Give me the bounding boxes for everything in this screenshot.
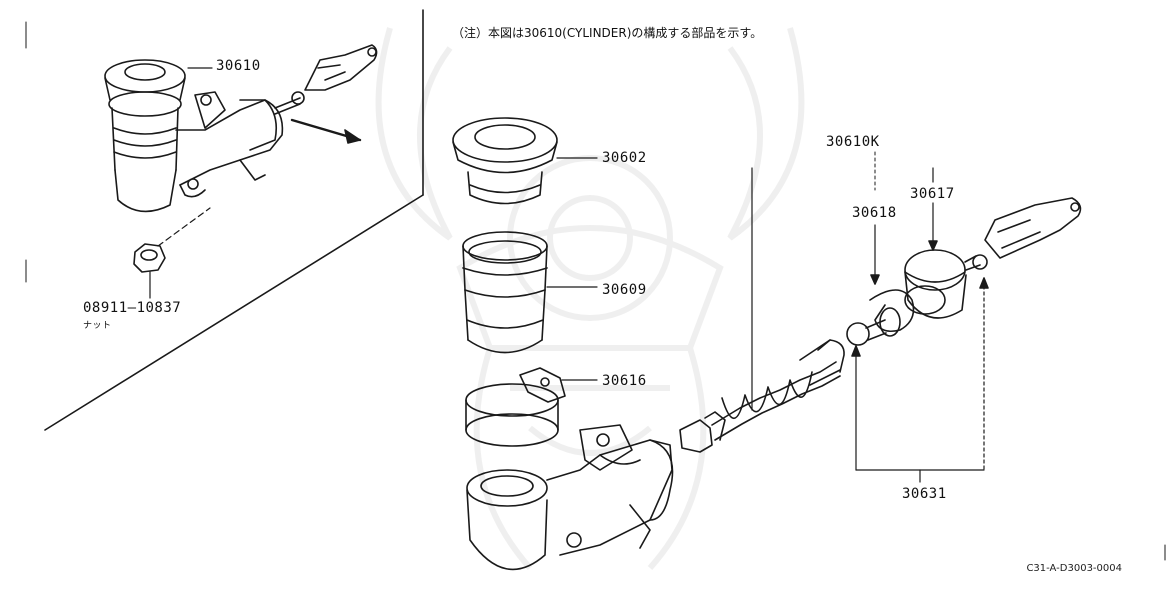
part-desc-nut: ナット bbox=[83, 321, 112, 331]
reservoir-cap-30602-illustration bbox=[452, 117, 558, 205]
nut-08911-illustration bbox=[133, 243, 166, 273]
part-label-30602[interactable]: 30602 bbox=[602, 150, 647, 166]
reservoir-30609-illustration bbox=[462, 231, 548, 354]
part-label-30610k[interactable]: 30610K bbox=[826, 134, 880, 150]
inset-frame-bottom bbox=[44, 194, 424, 431]
part-label-30618[interactable]: 30618 bbox=[852, 205, 897, 221]
clamp-30616-illustration bbox=[465, 367, 566, 447]
part-label-30610[interactable]: 30610 bbox=[216, 58, 261, 74]
assembled-cylinder-illustration bbox=[104, 44, 378, 213]
part-label-08911-10837[interactable]: 08911–10837 bbox=[83, 300, 182, 316]
cylinder-body-illustration bbox=[466, 424, 674, 571]
diagram-note: （注）本図は30610(CYLINDER)の構成する部品を示す。 bbox=[452, 26, 763, 40]
part-label-30616[interactable]: 30616 bbox=[602, 373, 647, 389]
diagram-code: C31-A-D3003-0004 bbox=[1026, 563, 1122, 574]
part-label-30609[interactable]: 30609 bbox=[602, 282, 647, 298]
watermark-emblem bbox=[375, 27, 805, 570]
part-label-30631[interactable]: 30631 bbox=[902, 486, 947, 502]
piston-spring-illustration bbox=[679, 339, 845, 453]
push-rod-30631-illustration bbox=[846, 197, 1082, 346]
part-label-30617[interactable]: 30617 bbox=[910, 186, 955, 202]
